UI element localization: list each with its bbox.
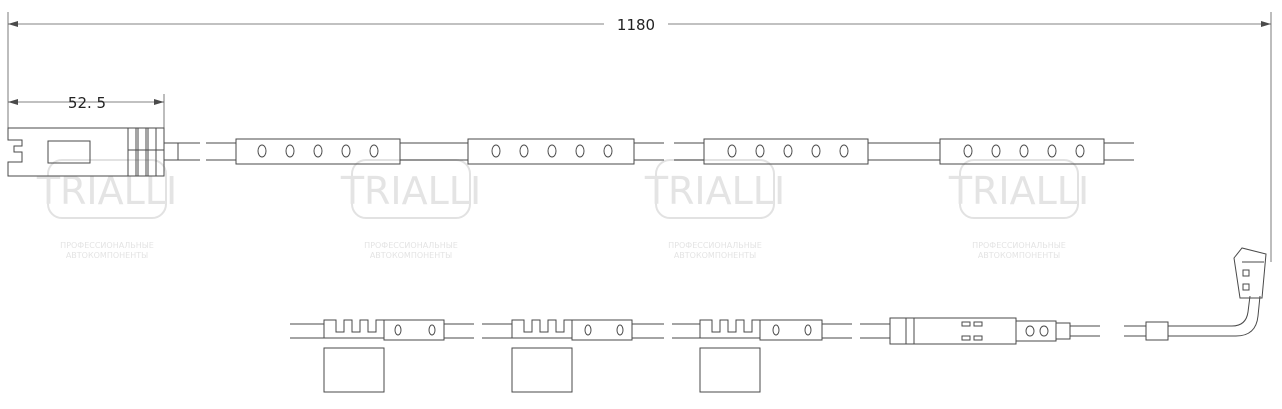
watermark-brand: TRIALLI — [340, 169, 481, 213]
clip-strip-3 — [703, 138, 869, 165]
watermark-brand: TRIALLI — [644, 169, 785, 213]
clip-strip-4 — [939, 138, 1105, 165]
clip-strip-1 — [235, 138, 401, 165]
sensor-end — [860, 247, 1267, 345]
dimension-connector: 52. 5 — [8, 94, 165, 128]
watermark-caption-2: АВТОКОМПОНЕНТЫ — [370, 251, 452, 260]
watermark-2: TRIALLI ПРОФЕССИОНАЛЬНЫЕ АВТОКОМПОНЕНТЫ — [340, 159, 481, 260]
holder-clip-1 — [290, 319, 474, 393]
watermark-caption-2: АВТОКОМПОНЕНТЫ — [978, 251, 1060, 260]
dimension-total-label: 1180 — [617, 16, 655, 34]
watermark-caption-1: ПРОФЕССИОНАЛЬНЫЕ — [60, 241, 154, 250]
watermark-caption-1: ПРОФЕССИОНАЛЬНЫЕ — [668, 241, 762, 250]
watermark-3: TRIALLI ПРОФЕССИОНАЛЬНЫЕ АВТОКОМПОНЕНТЫ — [644, 159, 785, 260]
watermark-4: TRIALLI ПРОФЕССИОНАЛЬНЫЕ АВТОКОМПОНЕНТЫ — [948, 159, 1089, 260]
holder-clip-2 — [482, 319, 664, 393]
dimension-connector-label: 52. 5 — [68, 94, 106, 112]
watermark-caption-1: ПРОФЕССИОНАЛЬНЫЕ — [364, 241, 458, 250]
holder-clip-3 — [672, 319, 852, 393]
top-wire — [206, 142, 1134, 161]
left-connector — [7, 127, 200, 177]
dimension-total: 1180 — [7, 12, 1272, 262]
watermark-caption-2: АВТОКОМПОНЕНТЫ — [66, 251, 148, 260]
clip-strip-2 — [467, 138, 635, 165]
watermark-caption-2: АВТОКОМПОНЕНТЫ — [674, 251, 756, 260]
watermark-caption-1: ПРОФЕССИОНАЛЬНЫЕ — [972, 241, 1066, 250]
watermark-brand: TRIALLI — [948, 169, 1089, 213]
